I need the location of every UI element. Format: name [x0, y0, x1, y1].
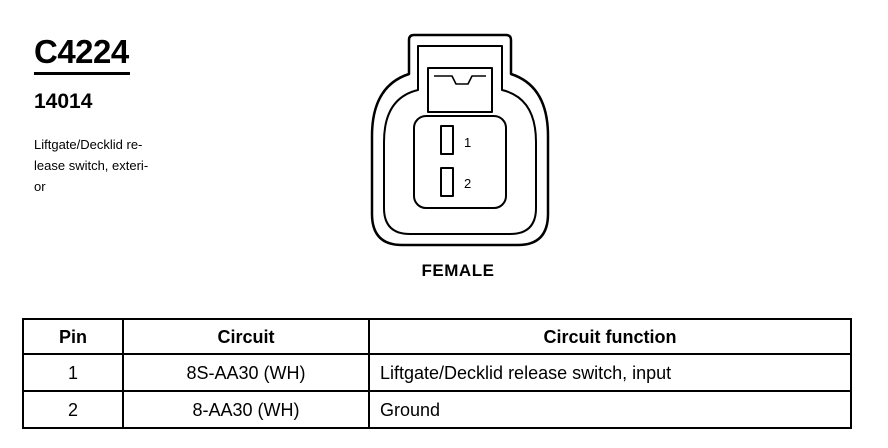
connector-id-underline [34, 72, 130, 75]
connector-description: Liftgate/Decklid re- lease switch, exter… [34, 134, 184, 197]
cell-pin: 1 [22, 353, 124, 392]
table-row: 1 8S-AA30 (WH) Liftgate/Decklid release … [22, 353, 852, 392]
description-line: Liftgate/Decklid re- [34, 137, 143, 152]
connector-housing-inner [383, 45, 537, 235]
pin-cavity-block [413, 115, 507, 209]
column-header-circuit: Circuit [122, 318, 370, 355]
cell-circuit: 8S-AA30 (WH) [122, 353, 370, 392]
pin-1-label: 1 [464, 135, 471, 150]
pin-2-terminal [440, 167, 454, 197]
column-header-pin: Pin [22, 318, 124, 355]
cell-function: Liftgate/Decklid release switch, input [368, 353, 852, 392]
description-line: or [34, 179, 46, 194]
part-number: 14014 [34, 90, 93, 113]
connector-latch-lip [434, 75, 486, 85]
table-header-row: Pin Circuit Circuit function [22, 318, 852, 355]
connector-latch [427, 67, 493, 113]
cell-function: Ground [368, 390, 852, 429]
pin-table: Pin Circuit Circuit function 1 8S-AA30 (… [22, 318, 852, 429]
connector-housing-outline [370, 33, 550, 247]
description-line: lease switch, exteri- [34, 158, 149, 173]
table-row: 2 8-AA30 (WH) Ground [22, 390, 852, 429]
cell-pin: 2 [22, 390, 124, 429]
pin-2-label: 2 [464, 176, 471, 191]
cell-circuit: 8-AA30 (WH) [122, 390, 370, 429]
view-label: FEMALE [421, 261, 495, 280]
connector-id: C4224 [34, 33, 129, 70]
connector-face-diagram: 1 2 [370, 33, 550, 247]
column-header-function: Circuit function [368, 318, 852, 355]
pin-1-terminal [440, 125, 454, 155]
